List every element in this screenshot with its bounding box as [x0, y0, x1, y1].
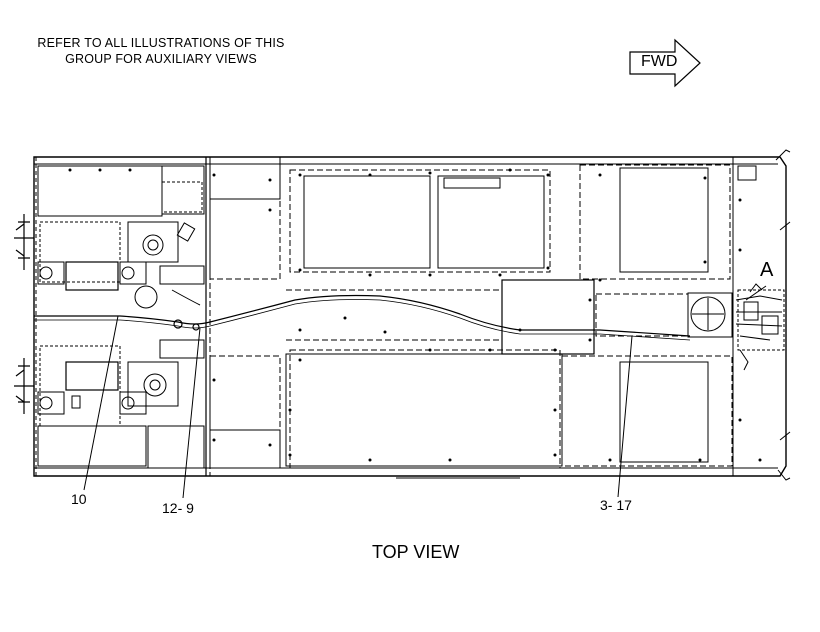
view-caption: TOP VIEW [372, 542, 460, 562]
fwd-arrow-label: FWD [641, 53, 678, 70]
brake-line-routing [34, 294, 691, 341]
fastener-dots [68, 168, 762, 462]
callout-item-3-17: 3- 17 [600, 497, 632, 513]
detail-marker-a: A [760, 259, 774, 281]
reference-note-line-1: REFER TO ALL ILLUSTRATIONS OF THIS [37, 36, 285, 50]
cargo-floor-panels [209, 156, 733, 479]
rear-section-components [37, 165, 205, 469]
reference-note-line-2: GROUP FOR AUXILIARY VIEWS [65, 52, 257, 66]
callout-item-12-9: 12- 9 [162, 500, 194, 516]
fwd-arrow-icon [629, 38, 701, 88]
callout-item-10: 10 [71, 491, 87, 507]
vehicle-body-outline [33, 149, 791, 481]
reference-note: REFER TO ALL ILLUSTRATIONS OF THIS GROUP… [30, 35, 292, 67]
rear-tow-brackets [14, 214, 34, 414]
callout-leader-lines [83, 285, 767, 499]
